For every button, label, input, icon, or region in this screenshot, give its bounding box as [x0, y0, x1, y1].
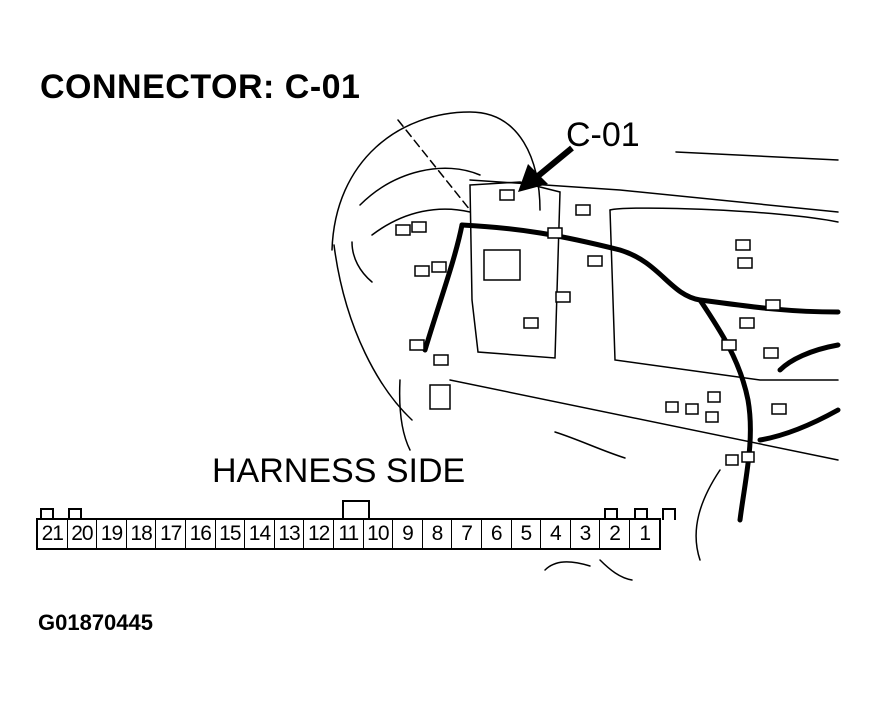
connector-pin: 16	[186, 520, 216, 548]
connector-tab-left-1	[40, 508, 54, 520]
connector-pin: 4	[541, 520, 571, 548]
connector-pin: 6	[482, 520, 512, 548]
connector-pin-row: 21 20 19 18 17 16 15 14 13 12 11 10 9 8 …	[36, 518, 662, 550]
callout-arrow	[518, 145, 574, 192]
connector-tab-left-2	[68, 508, 82, 520]
connector-pin: 21	[38, 520, 68, 548]
connector-pin: 10	[364, 520, 394, 548]
connector-pin: 15	[216, 520, 246, 548]
main-harness	[459, 222, 841, 315]
diagram-title: CONNECTOR: C-01	[40, 68, 361, 106]
connector-pin: 19	[97, 520, 127, 548]
figure-code: G01870445	[38, 610, 153, 635]
harness-side-label: HARNESS SIDE	[212, 452, 466, 490]
connector-pin: 9	[393, 520, 423, 548]
connector-pin: 14	[245, 520, 275, 548]
connector-pin: 5	[512, 520, 542, 548]
connector-pin: 13	[275, 520, 305, 548]
connector-pin: 1	[639, 522, 651, 545]
connector-pin: 7	[452, 520, 482, 548]
connector-pin: 3	[571, 520, 601, 548]
callout-label: C-01	[566, 116, 640, 154]
connector-tab-center	[342, 500, 370, 520]
steering-wheel	[331, 111, 541, 251]
connector-pin: 17	[156, 520, 186, 548]
connector-pin: 8	[423, 520, 453, 548]
connector-pin: 18	[127, 520, 157, 548]
connector-tab-right-1	[604, 508, 618, 520]
connector-pin: 20	[68, 520, 98, 548]
connector-pin: 11	[334, 520, 364, 548]
connector-tab-right-2	[634, 508, 648, 520]
dashboard-outline	[469, 179, 839, 213]
connector-tab-right-3	[662, 508, 676, 520]
connector-pin: 12	[304, 520, 334, 548]
connector-pin: 2	[600, 520, 630, 548]
